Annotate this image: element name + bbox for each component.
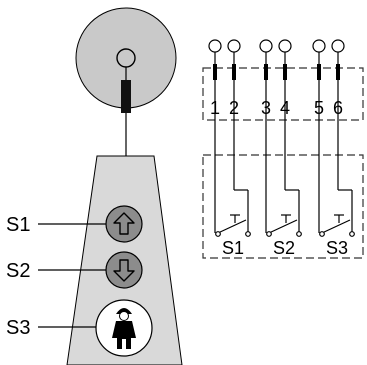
terminal-label-5: 5 [314,98,324,118]
terminal-label-2: 2 [229,98,239,118]
switch-label-s3: S3 [326,238,348,258]
switch-label-s1: S1 [222,238,244,258]
switch-label-s2: S2 [273,238,295,258]
up-button[interactable] [105,205,143,243]
terminal-label-3: 3 [261,98,271,118]
terminal-loop-5 [312,39,326,53]
arrow-down-icon [113,259,135,282]
arrow-up-icon [113,212,135,235]
terminal-label-6: 6 [333,98,343,118]
s2-label: S2 [6,260,30,282]
terminal-loop-6 [331,39,345,53]
terminal-loop-3 [259,39,273,53]
terminal-label-4: 4 [280,98,290,118]
terminal-loop-4 [278,39,292,53]
wiring-diagram: 1 2 3 4 5 6 [202,39,364,259]
s1-label: S1 [6,214,30,236]
s3-label: S3 [6,317,30,339]
person-with-helmet-icon [112,308,136,349]
terminal-label-1: 1 [210,98,220,118]
down-button[interactable] [105,251,143,289]
terminal-loop-1 [208,39,222,53]
terminal-loop-2 [227,39,241,53]
strain-relief [121,80,131,113]
lower-switch-box [202,154,364,259]
